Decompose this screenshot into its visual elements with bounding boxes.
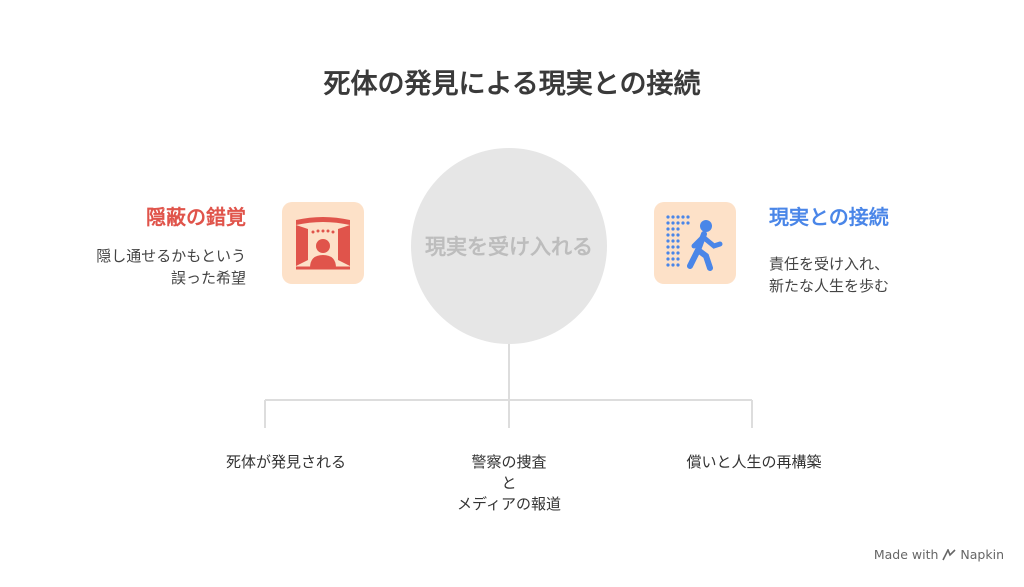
branch-label-discovery: 死体が発見される xyxy=(225,453,346,471)
right-title: 現実との接続 xyxy=(769,205,889,229)
napkin-logo-icon xyxy=(942,548,956,560)
diagram-title: 死体の発見による現実との接続 xyxy=(323,69,701,100)
center-circle: 現実を受け入れる xyxy=(411,148,607,344)
icon-box-right xyxy=(654,202,736,284)
branch-label-rebuild: 償いと人生の再構築 xyxy=(686,453,822,471)
walking-person-icon xyxy=(666,215,723,271)
napkin-brand: Napkin xyxy=(960,547,1004,562)
made-with-text: Made with xyxy=(873,547,939,562)
icon-box-left xyxy=(282,202,364,284)
left-description: 隠し通せるかもという 誤った希望 xyxy=(96,247,246,287)
branch-label-investigation: 警察の捜査 と メディアの報道 xyxy=(457,453,561,513)
theater-stage-icon xyxy=(296,217,350,270)
left-title: 隠蔽の錯覚 xyxy=(146,205,246,229)
right-description: 責任を受け入れ、 新たな人生を歩む xyxy=(769,255,890,295)
napkin-watermark: Made with Napkin xyxy=(874,547,1004,562)
center-label: 現実を受け入れる xyxy=(425,235,593,259)
